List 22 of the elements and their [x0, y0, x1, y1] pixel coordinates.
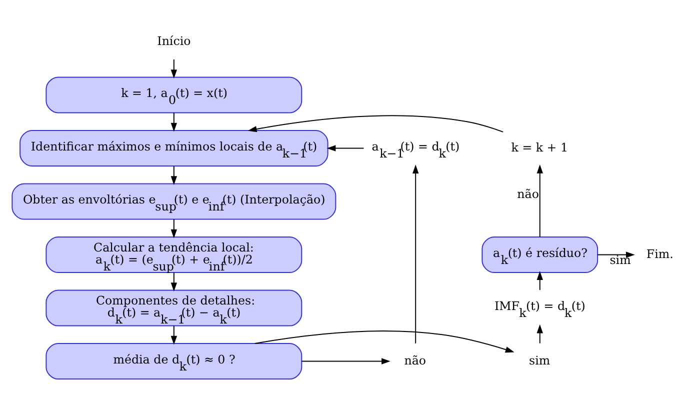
- arrow: [170, 325, 178, 345]
- arrow: [170, 59, 178, 78]
- arrow: [536, 271, 543, 291]
- arrow: [326, 145, 364, 152]
- arrow: [536, 324, 543, 344]
- arrow: [536, 164, 543, 238]
- node-text: Fim.: [646, 246, 674, 261]
- edge-label: não: [517, 187, 539, 202]
- edge-label: sim: [610, 253, 631, 268]
- node-text: k = k + 1: [511, 140, 568, 154]
- arrow: [170, 166, 178, 185]
- arrow: [248, 115, 504, 132]
- node-text: sim: [529, 353, 550, 368]
- arrow: [170, 218, 178, 238]
- node-text: Início: [157, 34, 191, 48]
- arrow: [254, 330, 514, 353]
- node-text: não: [404, 353, 426, 368]
- arrow: [170, 272, 178, 292]
- arrow: [301, 358, 390, 364]
- arrow: [170, 112, 178, 132]
- arrow: [597, 252, 635, 258]
- arrow: [412, 164, 419, 344]
